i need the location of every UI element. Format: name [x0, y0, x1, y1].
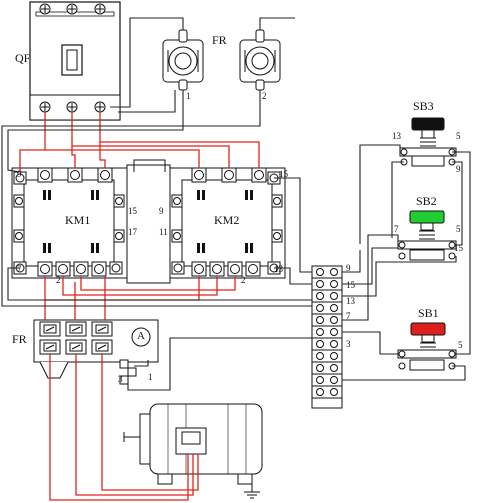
control-wires — [1, 17, 471, 391]
km1-terminal-2: 2 — [56, 275, 61, 285]
sb3-terminal-5: 5 — [456, 131, 461, 141]
terminal-block-9: 9 — [346, 263, 351, 273]
terminal-block-3: 3 — [346, 339, 351, 349]
km1-terminal-7: 7 — [17, 264, 22, 274]
sb3-terminal-13: 13 — [392, 131, 401, 141]
sb2-button — [397, 210, 457, 261]
km2-terminal-9: 9 — [159, 206, 164, 216]
sb3-label: SB3 — [413, 99, 434, 113]
km2-top-terminals — [191, 167, 281, 185]
qf-bottom-terminals — [39, 101, 106, 113]
terminal-block-13: 13 — [346, 296, 355, 306]
km1-contactor — [11, 167, 128, 279]
fr-bottom-terminal-3: 3 — [118, 374, 123, 384]
fr-bottom-label: FR — [12, 332, 27, 346]
fr-bottom-terminal-1: 1 — [148, 372, 153, 382]
qf-breaker — [29, 1, 121, 121]
km1-top-terminals — [13, 167, 113, 185]
ammeter-label: A — [137, 330, 145, 342]
km1-side-terminals — [13, 194, 125, 243]
km2-label: KM2 — [214, 213, 240, 227]
km2-side-terminals — [171, 194, 283, 243]
terminal-block-15: 15 — [346, 280, 355, 290]
qf-top-terminals — [39, 3, 106, 15]
fr-top-label: FR — [212, 33, 227, 47]
motor — [123, 403, 263, 499]
km1-label: KM1 — [65, 213, 91, 227]
sb2-terminal-15: 15 — [454, 243, 463, 253]
km1-terminal-15: 15 — [128, 206, 137, 216]
sb1-label: SB1 — [418, 306, 439, 320]
fr-top-fuse-1 — [162, 29, 204, 91]
fr-top-terminal-2: 2 — [262, 91, 267, 101]
ammeter-dial — [131, 327, 151, 347]
sb3-button — [399, 117, 457, 167]
km2-terminal-13: 13 — [274, 264, 283, 274]
terminal-block — [311, 265, 343, 409]
sb2-terminal-5: 5 — [456, 224, 461, 234]
km1-terminal-17: 17 — [128, 227, 137, 237]
km2-contactor — [169, 167, 286, 279]
km2-bottom-terminals — [171, 261, 281, 277]
km2-terminal-2: 2 — [241, 275, 246, 285]
km-interlock-wiring — [126, 159, 171, 284]
fr-top-terminal-1: 1 — [186, 91, 191, 101]
sb3-terminal-9: 9 — [456, 164, 461, 174]
qf-label: QF — [15, 51, 31, 65]
sb1-terminal-5: 5 — [458, 340, 463, 350]
km2-terminal-11: 11 — [159, 227, 168, 237]
km2-terminal-15: 15 — [279, 169, 288, 179]
fr-top-fuse-2 — [239, 29, 281, 91]
terminal-block-cells — [311, 265, 343, 409]
power-wires — [19, 112, 260, 501]
km1-terminal-9: 9 — [17, 169, 22, 179]
fr-thermal-relay — [33, 319, 159, 385]
sb1-button — [397, 322, 457, 371]
ground-symbol — [244, 484, 260, 499]
sb2-terminal-7: 7 — [394, 224, 399, 234]
sb2-label: SB2 — [416, 194, 437, 208]
terminal-block-7: 7 — [346, 311, 351, 321]
